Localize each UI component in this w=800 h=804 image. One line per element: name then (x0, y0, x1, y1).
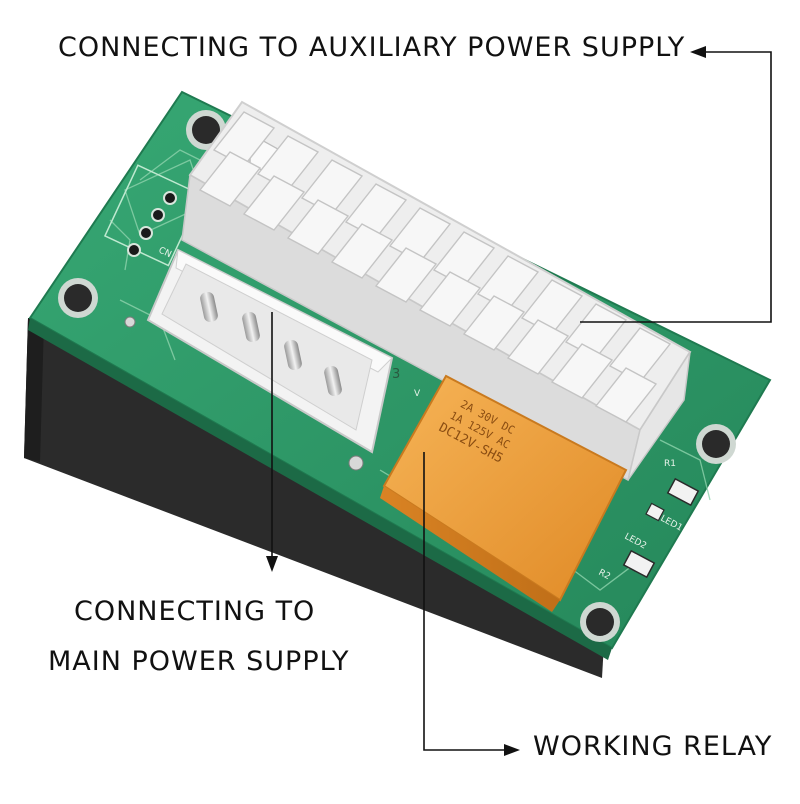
main-supply-callout-line2: MAIN POWER SUPPLY (48, 646, 350, 677)
r2-silk-label: R2 (597, 568, 612, 582)
pcb-edge (28, 318, 612, 660)
aux-arrowhead (690, 46, 706, 58)
atx-pin-grid (198, 111, 672, 423)
callout-lines (271, 51, 772, 751)
relay-component: DC12V-SH5 1A 125V AC 2A 30V DC (380, 374, 628, 612)
relay-callout-line (423, 452, 508, 751)
cn-silk-label: CN (157, 246, 173, 261)
working-relay-callout: WORKING RELAY (533, 731, 773, 762)
r1-silk-label: R1 (664, 459, 676, 469)
molex-4pin-connector: 3 V (146, 248, 421, 454)
foam-edge (24, 318, 44, 462)
j3-silk-label: 3 (392, 367, 400, 382)
pcb-vias (124, 316, 364, 471)
aux-callout-line (580, 51, 772, 323)
relay-arrowhead (504, 744, 520, 756)
auxiliary-supply-callout: CONNECTING TO AUXILIARY POWER SUPPLY (58, 32, 686, 63)
atx-24pin-connector (181, 100, 692, 482)
main-supply-callout-line1: CONNECTING TO (74, 596, 316, 627)
molex-pins (200, 291, 342, 397)
main-arrowhead (266, 556, 278, 572)
callout-arrowheads (266, 46, 706, 756)
mounting-holes (58, 110, 736, 642)
v-silk-label: V (414, 389, 421, 399)
